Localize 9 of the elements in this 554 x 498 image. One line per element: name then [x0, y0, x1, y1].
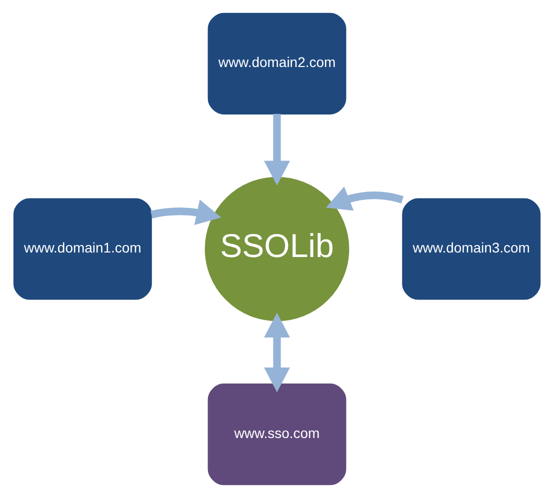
node-box: www.domain1.com — [13, 198, 152, 300]
arrow — [264, 114, 290, 186]
node-box: www.sso.com — [208, 384, 346, 486]
arrow — [326, 186, 404, 211]
node-box: www.domain3.com — [402, 198, 541, 300]
node-box: www.domain2.com — [208, 12, 346, 114]
arrow — [264, 312, 290, 392]
node-circle: SSOLib — [204, 176, 350, 322]
arrow — [150, 200, 222, 226]
